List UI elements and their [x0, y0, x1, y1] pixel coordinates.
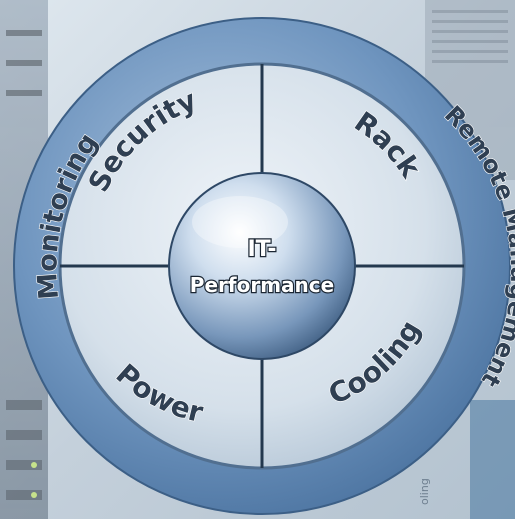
center-sphere [168, 172, 356, 360]
center-title-line2: Performance [190, 273, 334, 297]
sphere-highlight [192, 196, 288, 248]
center-title-line1: IT- [247, 237, 276, 262]
background-caption: oling [418, 478, 431, 505]
